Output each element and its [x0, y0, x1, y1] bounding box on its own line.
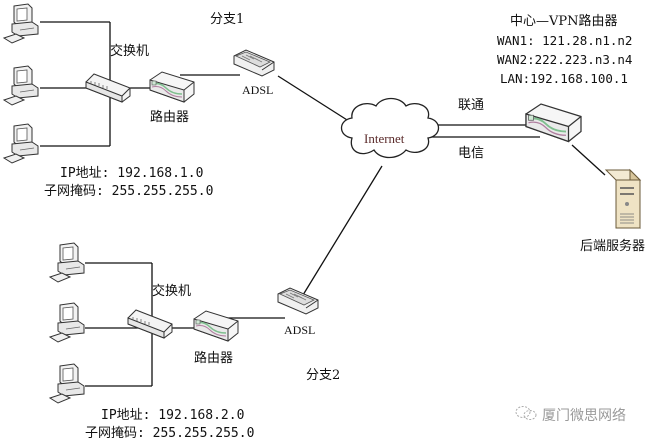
- branch1-links: [40, 21, 356, 147]
- branch1-adsl-label: ADSL: [242, 83, 274, 97]
- branch1-name: 分支1: [210, 12, 245, 27]
- pc-icon: [3, 65, 39, 106]
- server-label: 后端服务器: [580, 239, 646, 254]
- internet-label: Internet: [364, 131, 405, 146]
- watermark: 厦门微思网络: [514, 405, 626, 425]
- router-icon: [193, 310, 239, 342]
- branch2-links: [85, 165, 383, 387]
- router-icon: [149, 71, 195, 103]
- adsl-modem-icon: [277, 287, 319, 315]
- wan1-address: WAN1: 121.28.n1.n2: [497, 33, 633, 48]
- center-links: [425, 124, 606, 176]
- pc-icon: [3, 3, 39, 44]
- branch1-ip: IP地址: 192.168.1.0: [60, 166, 204, 181]
- branch2-mask: 子网掩码: 255.255.255.0: [85, 426, 255, 441]
- isp-telecom-label: 电信: [458, 146, 485, 161]
- pc-icon: [49, 363, 85, 404]
- wechat-icon: [514, 405, 538, 425]
- branch2-switch-label: 交换机: [152, 284, 192, 299]
- vpn-router-icon: [525, 103, 582, 143]
- branch2-adsl-label: ADSL: [284, 323, 316, 337]
- link-adsl-internet: [277, 75, 356, 126]
- vpn-router-title: 中心—VPN路由器: [510, 14, 618, 29]
- branch1-switch-label: 交换机: [110, 44, 150, 59]
- link-adsl2-internet: [302, 165, 383, 296]
- adsl-modem-icon: [233, 49, 275, 77]
- isp-unicom-label: 联通: [458, 98, 485, 113]
- branch2-name: 分支2: [306, 368, 341, 383]
- switch-icon: [127, 309, 173, 339]
- pc-icon: [49, 242, 85, 283]
- watermark-text: 厦门微思网络: [542, 408, 626, 424]
- branch1-mask: 子网掩码: 255.255.255.0: [44, 184, 214, 199]
- server-icon: [604, 168, 642, 230]
- branch2-ip: IP地址: 192.168.2.0: [101, 408, 245, 423]
- pc-icon: [3, 123, 39, 164]
- pc-icon: [49, 302, 85, 343]
- branch1-router-label: 路由器: [150, 110, 190, 125]
- switch-icon: [85, 73, 131, 103]
- branch2-router-label: 路由器: [194, 351, 234, 366]
- link-router-server: [571, 144, 606, 176]
- wan2-address: WAN2:222.223.n3.n4: [497, 52, 633, 67]
- internet-cloud: [340, 97, 440, 159]
- lan-address: LAN:192.168.100.1: [500, 71, 628, 86]
